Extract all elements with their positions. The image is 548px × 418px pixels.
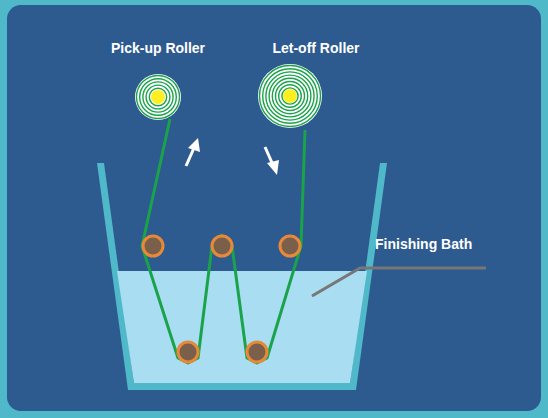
panel <box>7 5 541 411</box>
roller-label: Pick-up Roller <box>111 40 205 57</box>
leader-line <box>312 268 486 296</box>
roller-label: Let-off Roller <box>272 40 359 57</box>
letoff-roller <box>258 64 322 128</box>
guide-rollers <box>143 236 300 362</box>
pickup-roller <box>135 74 181 120</box>
part-label: Finishing Bath <box>375 236 472 253</box>
direction-arrows <box>186 138 279 175</box>
bath-inner <box>104 163 380 383</box>
fabric-path <box>142 119 305 363</box>
